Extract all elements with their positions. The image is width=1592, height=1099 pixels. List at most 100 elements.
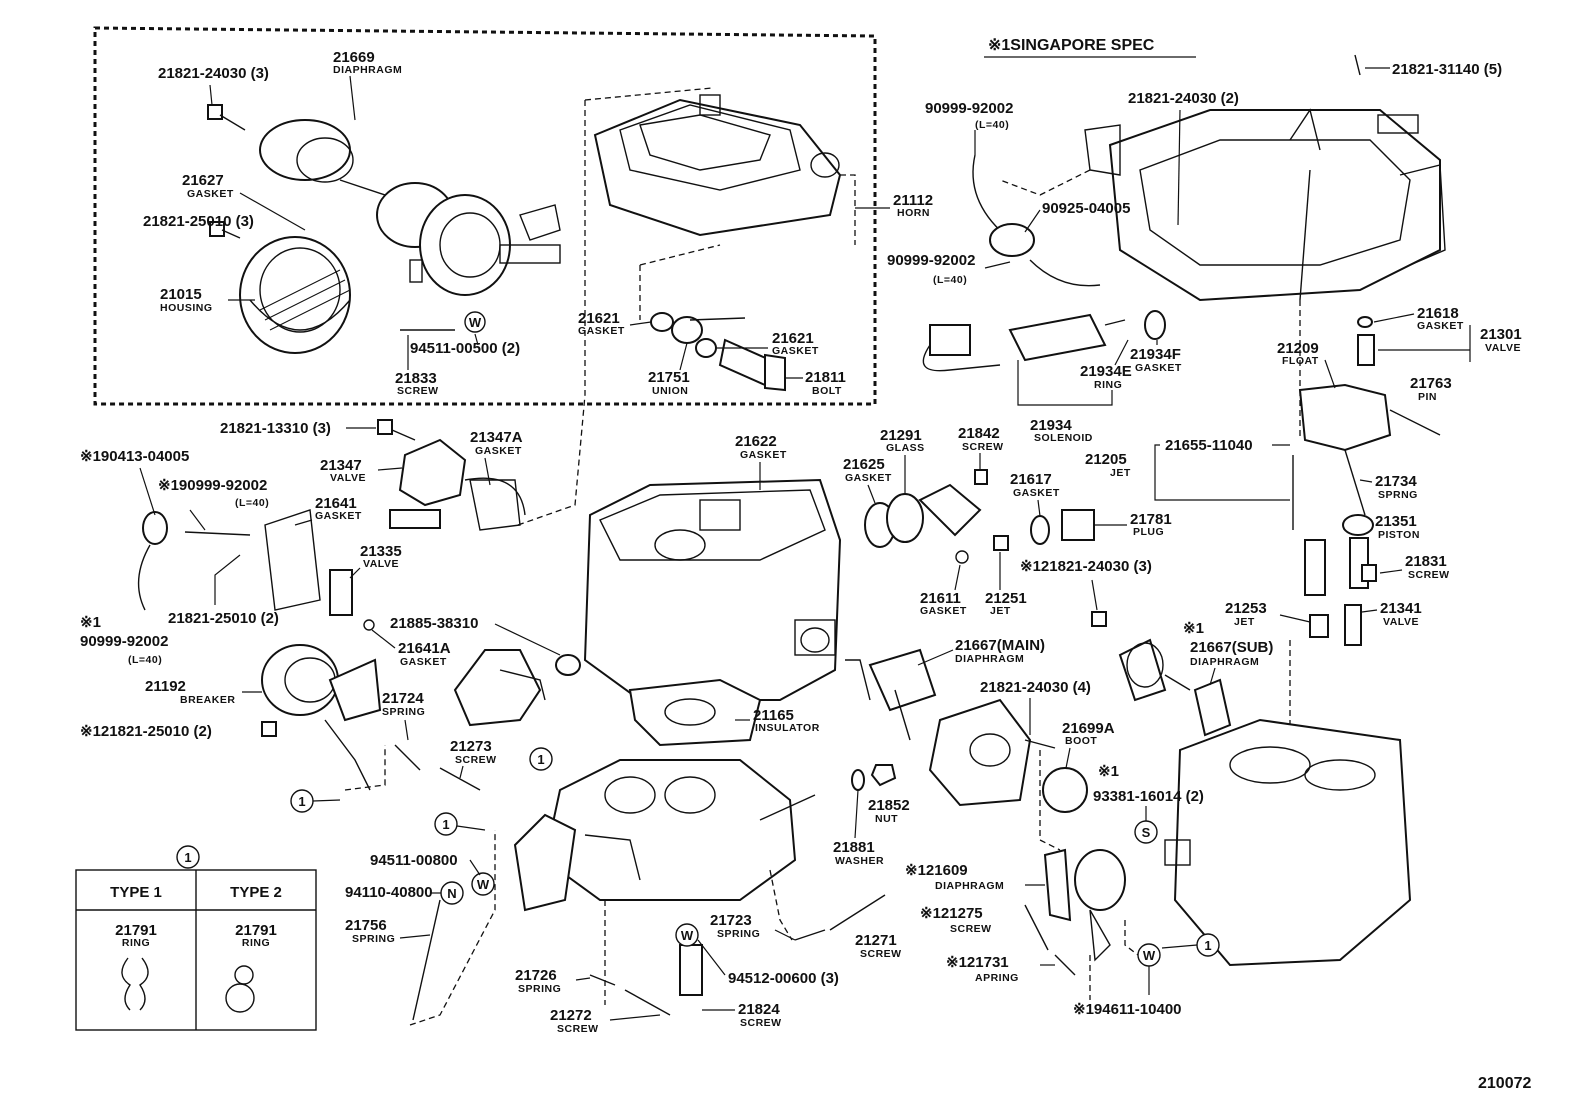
svg-text:21934F: 21934F xyxy=(1130,346,1181,363)
callout-21821-24030-3a: 21821-24030 (3) xyxy=(158,65,269,106)
svg-text:21667(SUB): 21667(SUB) xyxy=(1190,639,1273,656)
callout-21756: 21756 SPRING xyxy=(345,917,431,945)
svg-text:WASHER: WASHER xyxy=(835,855,884,867)
svg-text:GASKET: GASKET xyxy=(740,449,787,461)
spring-21726 xyxy=(589,974,616,986)
svg-text:INSULATOR: INSULATOR xyxy=(755,722,820,734)
callout-21781: 21781 PLUG xyxy=(1094,511,1172,538)
svg-text:GASKET: GASKET xyxy=(845,472,892,484)
marker-one-b: 1 xyxy=(529,747,553,771)
svg-text:21821-24030 (3): 21821-24030 (3) xyxy=(158,65,269,82)
svg-text:21641A: 21641A xyxy=(398,640,451,657)
svg-text:W: W xyxy=(1143,948,1156,963)
svg-text:21625: 21625 xyxy=(843,456,885,473)
svg-text:N: N xyxy=(447,886,456,901)
callout-21641: 21641 GASKET xyxy=(294,495,361,526)
svg-text:(L=40): (L=40) xyxy=(128,654,162,666)
callout-21763: 21763 PIN xyxy=(1410,375,1452,403)
type-table: 1 TYPE 1 TYPE 2 21791 RING 21791 RING xyxy=(75,845,317,1031)
svg-text:21335: 21335 xyxy=(360,543,402,560)
svg-text:94110-40800: 94110-40800 xyxy=(345,884,433,901)
star1-mark-sub: ※1 xyxy=(1183,620,1204,637)
svg-text:VALVE: VALVE xyxy=(330,472,366,484)
callout-94511-00500: 94511-00500 (2) xyxy=(410,333,520,357)
svg-text:21842: 21842 xyxy=(958,425,1000,442)
marker-w-c: W xyxy=(675,923,699,947)
ring-type2-icon xyxy=(234,965,254,985)
svg-text:※121821-25010 (2): ※121821-25010 (2) xyxy=(80,723,212,740)
spring-21723 xyxy=(794,929,826,941)
callout-21617: 21617 GASKET xyxy=(1010,471,1059,517)
svg-text:21821-25010 (2): 21821-25010 (2) xyxy=(168,610,279,627)
svg-text:DIAPHRAGM: DIAPHRAGM xyxy=(333,64,402,76)
svg-text:21621: 21621 xyxy=(772,330,814,347)
callout-21205: 21205 JET xyxy=(1085,444,1290,501)
svg-text:94511-00500 (2): 94511-00500 (2) xyxy=(410,340,520,357)
callout-90999-92002-c: ※190999-92002 (L=40) xyxy=(158,477,269,531)
callout-21731: ※121731 APRING xyxy=(946,954,1055,984)
svg-text:21821-24030 (2): 21821-24030 (2) xyxy=(1128,90,1239,107)
float-chamber-illustration xyxy=(1084,108,1446,302)
leader-horn-top xyxy=(584,87,713,101)
svg-text:※121731: ※121731 xyxy=(946,954,1009,971)
svg-text:94511-00800: 94511-00800 xyxy=(370,852,458,869)
leader-breaker-link xyxy=(344,745,386,791)
svg-text:UNION: UNION xyxy=(652,385,688,397)
svg-text:21112: 21112 xyxy=(893,192,933,209)
marker-w-b: W xyxy=(471,872,495,896)
svg-text:※190999-92002: ※190999-92002 xyxy=(158,477,267,494)
svg-text:21273: 21273 xyxy=(450,738,492,755)
svg-text:21667(MAIN): 21667(MAIN) xyxy=(955,637,1045,654)
svg-text:HOUSING: HOUSING xyxy=(160,302,213,314)
air-horn-illustration xyxy=(593,94,842,237)
svg-text:90999-92002: 90999-92002 xyxy=(887,252,975,269)
callout-21301: 21301 VALVE xyxy=(1378,325,1522,362)
type1-part: 21791 xyxy=(115,922,157,939)
callout-21335: 21335 VALVE xyxy=(349,543,402,579)
callout-21165: 21165 INSULATOR xyxy=(735,707,820,734)
carb-base-illustration xyxy=(1164,718,1412,967)
svg-text:GASKET: GASKET xyxy=(400,656,447,668)
callout-21618: 21618 GASKET xyxy=(1373,305,1463,332)
svg-text:21251: 21251 xyxy=(985,590,1027,607)
svg-text:JET: JET xyxy=(1110,467,1131,479)
callout-21291: 21291 GLASS xyxy=(880,427,924,494)
svg-text:21833: 21833 xyxy=(395,370,437,387)
svg-text:21669: 21669 xyxy=(333,49,375,66)
svg-text:PIN: PIN xyxy=(1418,391,1437,403)
throttle-linkage-illustration xyxy=(394,649,581,791)
main-diaphragm-illustration xyxy=(845,648,1088,813)
marker-one-c: 1 xyxy=(434,812,486,836)
svg-text:21641: 21641 xyxy=(315,495,357,512)
callout-21821-25010-3: 21821-25010 (3) xyxy=(143,213,254,230)
type-table-ref: 1 xyxy=(184,850,191,865)
washer-marker-w1-text: W xyxy=(469,315,482,330)
fuel-cut-valve-illustration xyxy=(377,419,526,531)
breaker-illustration xyxy=(261,644,382,791)
callout-94511-00800: 94511-00800 xyxy=(370,852,481,876)
svg-text:BREAKER: BREAKER xyxy=(180,694,235,706)
callout-21934E: 21934E RING xyxy=(1080,339,1132,391)
svg-text:21347A: 21347A xyxy=(470,429,523,446)
svg-text:1: 1 xyxy=(298,794,305,809)
callout-21275: ※121275 SCREW xyxy=(920,905,991,935)
svg-text:GASKET: GASKET xyxy=(1135,362,1182,374)
svg-text:SCREW: SCREW xyxy=(740,1017,782,1029)
svg-text:21763: 21763 xyxy=(1410,375,1452,392)
screw-21272 xyxy=(624,989,671,1016)
svg-text:21015: 21015 xyxy=(160,286,202,303)
leader-spring-21756 xyxy=(409,830,496,1026)
svg-text:21621: 21621 xyxy=(578,310,620,327)
nut-21852 xyxy=(870,764,897,787)
svg-text:21831: 21831 xyxy=(1405,553,1447,570)
svg-text:21734: 21734 xyxy=(1375,473,1417,490)
jets-illustration xyxy=(1292,449,1377,646)
throttle-body-illustration xyxy=(513,759,816,912)
svg-text:21611: 21611 xyxy=(920,590,961,607)
marker-s: S xyxy=(1134,820,1158,844)
svg-text:21781: 21781 xyxy=(1130,511,1172,528)
marker-one-d: 1 xyxy=(1161,933,1220,957)
svg-text:21821-31140 (5): 21821-31140 (5) xyxy=(1392,61,1502,78)
svg-text:S: S xyxy=(1142,825,1151,840)
choke-assembly-box xyxy=(93,26,877,406)
